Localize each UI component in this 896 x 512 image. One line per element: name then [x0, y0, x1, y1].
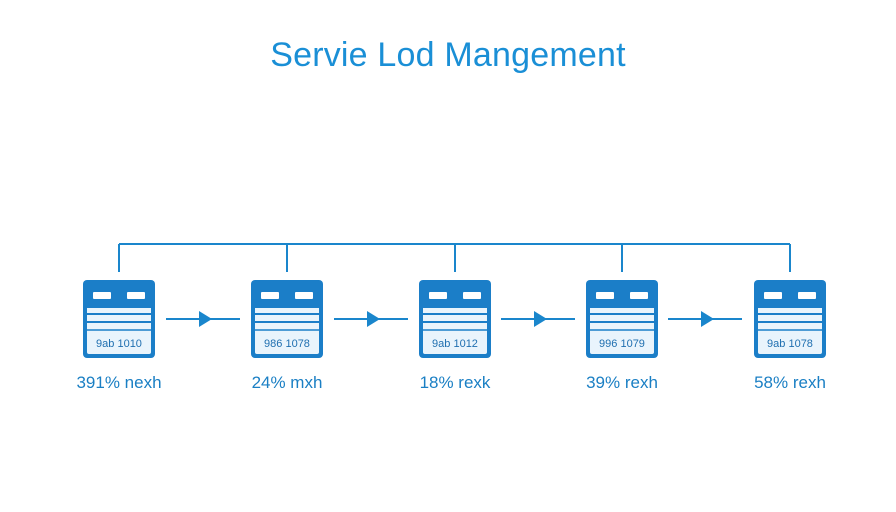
server-id-label: 9ab 1012	[432, 338, 478, 350]
server-node-5[interactable]: 9ab 1078 58% rexh	[754, 280, 826, 392]
server-node-4[interactable]: 996 1079 39% rexh	[586, 280, 658, 392]
distribution-bus	[118, 243, 791, 272]
server-node-2[interactable]: 986 1078 24% mxh	[251, 280, 323, 392]
server-id-label: 996 1079	[599, 338, 645, 350]
server-load-label: 391% nexh	[76, 373, 161, 392]
arrow-right-icon	[166, 311, 240, 327]
server-node-1[interactable]: 9ab 1010 391% nexh	[76, 280, 162, 392]
flow-arrows	[166, 311, 742, 327]
server-id-label: 986 1078	[264, 338, 310, 350]
server-icon	[754, 280, 826, 358]
arrow-right-icon	[668, 311, 742, 327]
arrow-right-icon	[501, 311, 575, 327]
server-icon	[251, 280, 323, 358]
server-load-label: 18% rexk	[420, 373, 491, 392]
server-node-3[interactable]: 9ab 1012 18% rexk	[419, 280, 491, 392]
server-icon	[586, 280, 658, 358]
server-id-label: 9ab 1010	[96, 338, 142, 350]
server-load-label: 39% rexh	[586, 373, 658, 392]
server-load-label: 24% mxh	[252, 373, 323, 392]
server-icon	[419, 280, 491, 358]
server-load-label: 58% rexh	[754, 373, 826, 392]
server-icon	[83, 280, 155, 358]
diagram-title: Servie Lod Mangement	[270, 36, 626, 74]
server-id-label: 9ab 1078	[767, 338, 813, 350]
arrow-right-icon	[334, 311, 408, 327]
